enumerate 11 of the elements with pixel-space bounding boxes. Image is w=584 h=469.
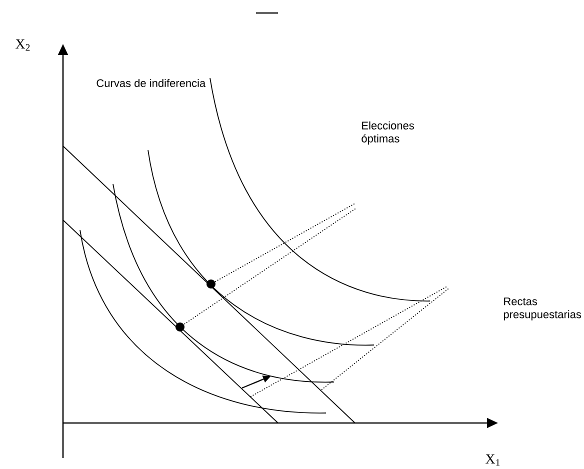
leader-line	[320, 288, 448, 392]
leader-line	[214, 204, 354, 282]
point-dot	[206, 280, 216, 288]
point-dot	[176, 322, 184, 332]
callout-text: Rectas presupuestarias	[504, 298, 582, 320]
callout-text: Elecciones óptimas	[362, 121, 414, 145]
axis-label: X$_{2}$	[16, 39, 30, 51]
axis-label: Curvas de indiferencia	[96, 78, 206, 88]
axis-label: X$_{1}$	[486, 454, 500, 466]
leader-line	[250, 286, 446, 398]
leader-line	[183, 208, 356, 325]
